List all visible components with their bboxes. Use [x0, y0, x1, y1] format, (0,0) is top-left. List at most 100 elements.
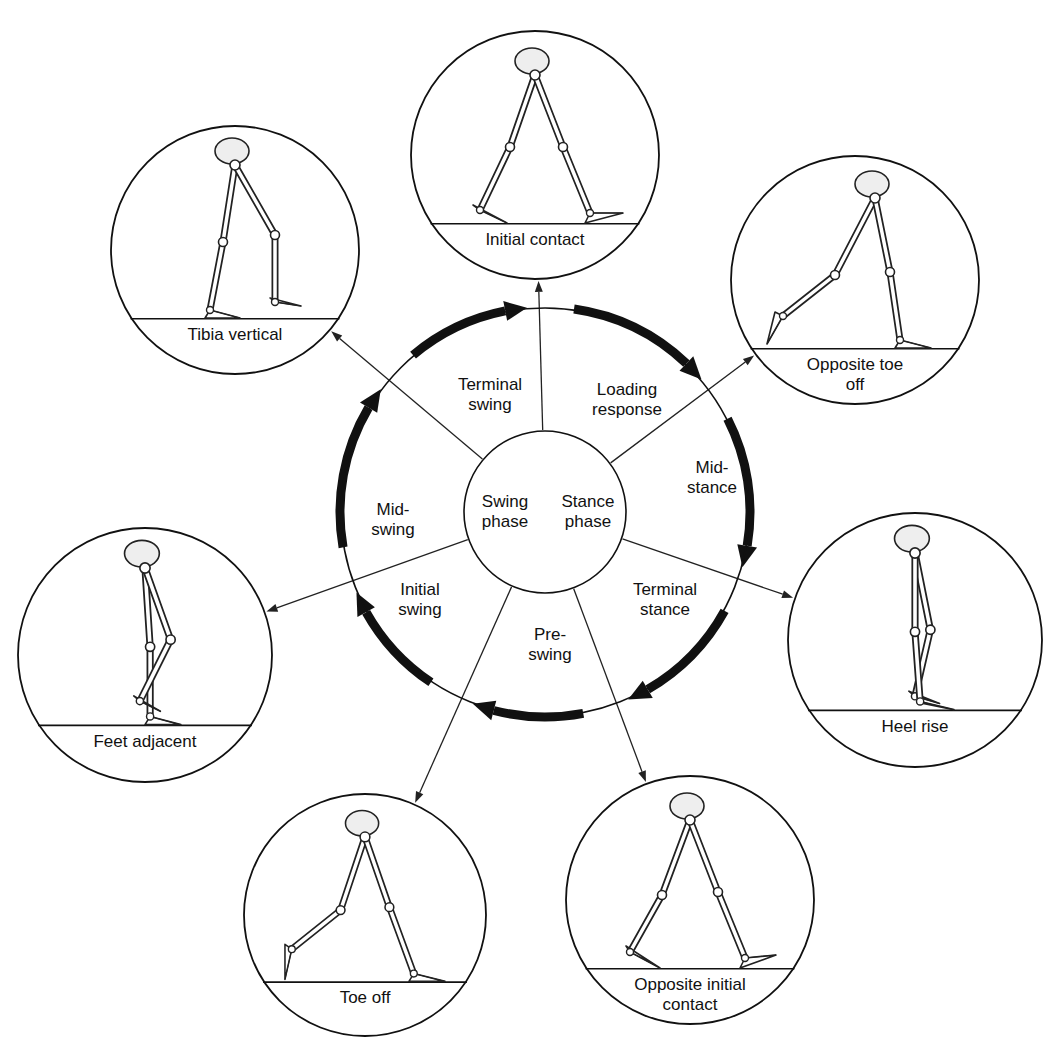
connector-line: [539, 292, 543, 430]
event-circle: Opposite initial contact: [565, 775, 815, 1025]
bone-outline: [662, 820, 690, 895]
arrowhead: [266, 604, 278, 612]
foot-bones: [920, 701, 954, 709]
skeleton-figure: [586, 793, 795, 969]
bone-outline: [890, 272, 900, 340]
foot-bones: [767, 316, 783, 344]
phase-divider-arrow: [415, 587, 511, 803]
bone-fill: [890, 272, 900, 340]
foot-bones: [285, 949, 292, 979]
knee-joint: [385, 903, 394, 912]
event-label: Toe off: [340, 988, 391, 1008]
arrowhead: [781, 590, 793, 598]
bone-fill: [510, 75, 535, 147]
phase-label: Mid-swing: [369, 500, 417, 539]
knee-joint: [714, 888, 723, 897]
event-circle: Heel rise: [787, 512, 1043, 768]
bone-fill: [223, 165, 235, 242]
bone-outline: [915, 632, 920, 702]
bone-fill: [273, 235, 277, 302]
arrowhead: [743, 355, 754, 365]
ankle-joint: [207, 307, 214, 314]
event-label: Feet adjacent: [93, 732, 196, 752]
skeleton-figure: [751, 171, 960, 349]
bone-outline: [223, 165, 235, 242]
knee-joint: [146, 642, 155, 651]
bone-fill: [140, 640, 171, 701]
connector-line: [340, 338, 483, 459]
hip-joint: [910, 548, 920, 558]
connector-line: [574, 589, 642, 772]
ankle-joint: [780, 313, 787, 320]
bone-fill: [913, 553, 917, 632]
hip-joint: [685, 815, 695, 825]
phase-label: Loading response: [587, 380, 667, 419]
foot-bones: [740, 955, 776, 968]
foot-bones: [270, 298, 301, 306]
bone-outline: [690, 820, 718, 892]
skeleton-figure: [431, 48, 640, 224]
skeleton-figure: [808, 525, 1022, 710]
knee-joint: [271, 231, 280, 240]
foot-bones: [150, 716, 181, 724]
event-circle: Initial contact: [410, 30, 660, 280]
bone-outline: [140, 640, 171, 701]
hip-joint: [360, 832, 370, 842]
bone-fill: [365, 837, 389, 907]
bone-outline: [272, 235, 279, 302]
skeleton-figure: [38, 540, 252, 725]
bone-fill: [210, 242, 223, 310]
ground-line: [808, 710, 1022, 712]
bone-outline: [145, 568, 171, 640]
bone-fill: [718, 892, 745, 958]
phase-label: Initial swing: [393, 580, 448, 619]
bone-fill: [630, 895, 662, 952]
arrowhead: [535, 281, 543, 292]
foot-bones: [134, 696, 161, 711]
bone-outline: [235, 165, 275, 235]
circle-outline: [788, 513, 1042, 767]
bone-outline: [718, 892, 745, 958]
phase-hub: Swing phase Stance phase: [463, 430, 627, 594]
knee-joint: [926, 625, 935, 634]
foot-bones: [900, 340, 931, 348]
bone-fill: [235, 165, 275, 235]
bone-fill: [835, 198, 875, 275]
bone-fill: [535, 75, 563, 147]
event-circle: Tibia vertical: [110, 125, 360, 375]
skeleton-figure: [131, 138, 340, 319]
foot-bones: [920, 701, 954, 709]
foot-bones: [630, 952, 660, 968]
knee-joint: [219, 238, 228, 247]
knee-joint: [831, 271, 840, 280]
foot-bones: [745, 955, 776, 958]
phase-label: Swing phase: [478, 492, 533, 531]
bone-outline: [292, 910, 341, 949]
ground-line: [586, 968, 795, 970]
foot-bones: [210, 310, 240, 318]
ankle-joint: [147, 713, 154, 720]
hip-joint: [230, 160, 240, 170]
bone-fill: [915, 632, 920, 702]
ankle-joint: [272, 299, 279, 306]
phase-label: Stance phase: [558, 492, 618, 531]
ankle-joint: [477, 207, 484, 214]
ankle-joint: [136, 697, 143, 704]
ground-line: [431, 223, 640, 225]
hip-joint: [530, 70, 540, 80]
knee-joint: [559, 143, 568, 152]
ankle-joint: [288, 946, 295, 953]
hip-joint: [140, 563, 150, 573]
bone-outline: [783, 275, 835, 316]
bone-outline: [389, 907, 413, 973]
foot-bones: [626, 946, 660, 968]
bone-fill: [389, 907, 413, 973]
knee-joint: [336, 906, 345, 915]
arrowhead: [415, 791, 423, 803]
knee-joint: [910, 627, 919, 636]
knee-joint: [506, 143, 515, 152]
ankle-joint: [742, 955, 749, 962]
phase-divider-arrow: [535, 281, 543, 430]
